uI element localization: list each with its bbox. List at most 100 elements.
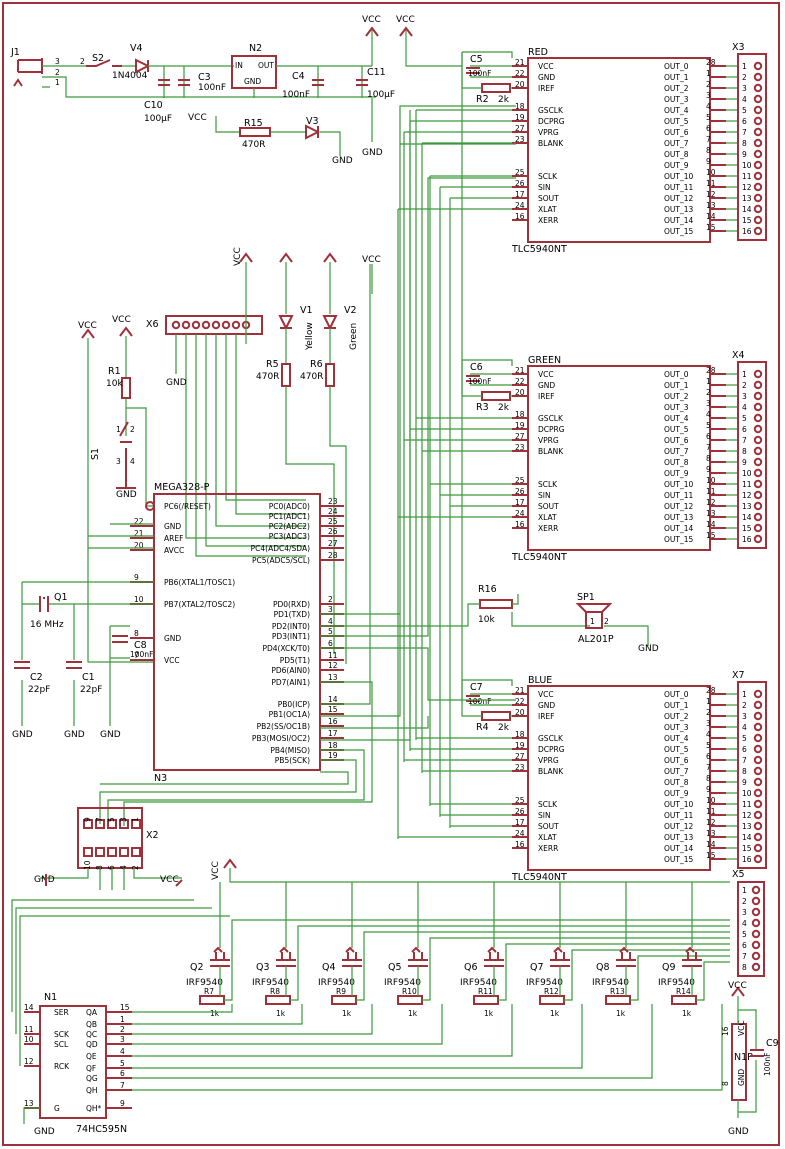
mcu-right-pin-label: PB4(MISO) [270, 746, 310, 755]
connector-pin-num: 15 [742, 844, 752, 853]
mcu-name: N3 [154, 773, 167, 784]
sr-right-pin-label: QE [86, 1052, 97, 1061]
connector-pin-num: 14 [742, 205, 752, 214]
tlc-pin-label: IREF [538, 84, 554, 93]
sr-left-pin-label: SCK [54, 1030, 70, 1039]
connector-pin [753, 83, 763, 93]
sr-right-pin-num: 9 [120, 1099, 125, 1108]
mcu-right-pin-num: 14 [328, 695, 338, 704]
mosfet-res-label-3: R10 [402, 987, 417, 996]
n1p-pin-8: 8 [721, 1081, 730, 1086]
tlc-output-pin: 10 [706, 476, 716, 485]
sr-right-pin-label: QH* [86, 1104, 102, 1113]
connector-pin [753, 490, 763, 500]
tlc-pin-num: 27 [515, 124, 525, 133]
s1-pin-3: 3 [116, 457, 121, 466]
n1p-vcc: VCC [737, 1020, 746, 1036]
connector-X7 [737, 681, 767, 869]
tlc-pin-label: XERR [538, 844, 558, 853]
x2-pin-top: 7 [95, 817, 104, 822]
sp1-body [585, 611, 603, 629]
mcu-right-pin-num: 3 [328, 605, 333, 614]
mcu-right-pin-label: PC5(ADC5/SCL) [252, 556, 310, 565]
tlc-output-pin: 12 [706, 190, 716, 199]
mosfet-label-7: Q9 [662, 962, 676, 973]
tlc-output-label: OUT_5 [664, 745, 689, 754]
n1p-gnd: GND [737, 1069, 746, 1086]
c2-label: C2 [30, 672, 43, 683]
v3-led [305, 124, 321, 140]
driver-res-2 [481, 711, 511, 721]
tlc-output-pin: 3 [706, 399, 711, 408]
vcc-arrow-mosfets [223, 858, 237, 869]
tlc-output-label: OUT_1 [664, 73, 689, 82]
tlc-pin-num: 27 [515, 432, 525, 441]
v1-value: Yellow [305, 322, 315, 351]
j1-pin-1: 1 [55, 78, 60, 87]
tlc-output-pin: 15 [706, 223, 716, 232]
r6-body [325, 363, 335, 387]
tlc-output-label: OUT_12 [664, 822, 693, 831]
mcu-right-pin-num: 11 [328, 651, 338, 660]
c11-value: 100µF [367, 90, 395, 100]
tlc-pin-label: GSCLK [538, 106, 564, 115]
mcu-right-pin-label: PC0(ADC0) [269, 502, 310, 511]
sr-right-pin-label: QC [86, 1030, 97, 1039]
tlc-output-label: OUT_15 [664, 535, 693, 544]
x6-pin [181, 320, 191, 330]
mcu-right-pin-num: 2 [328, 595, 333, 604]
connector-pin-num: 5 [742, 106, 747, 115]
tlc-pin-num: 18 [515, 102, 525, 111]
tlc-output-label: OUT_11 [664, 183, 693, 192]
mcu-right-pin-num: 26 [328, 527, 338, 536]
c10-value: 100µF [144, 114, 172, 124]
n1-value: 74HC595N [76, 1124, 127, 1135]
s2-switch [86, 59, 122, 67]
mosfet-label-5: Q7 [530, 962, 544, 973]
tlc-pin-num: 18 [515, 410, 525, 419]
tlc-output-pin: 13 [706, 829, 716, 838]
mosfet-symbol-3 [408, 946, 428, 967]
mcu-right-pin-label: PC4(ADC4/SDA) [251, 544, 310, 553]
tlc-pin-num: 19 [515, 113, 525, 122]
driver-cap-value-0: 100nF [468, 69, 491, 78]
tlc-pin-label: VCC [538, 690, 554, 699]
mcu-right-pin-label: PB5(SCK) [275, 756, 310, 765]
driver-cap-label-2: C7 [470, 682, 483, 693]
mosfet-value-6: IRF9540 [592, 978, 629, 988]
tlc-pin-num: 18 [515, 730, 525, 739]
tlc-output-label: OUT_14 [664, 524, 693, 533]
tlc-output-pin: 28 [706, 366, 716, 375]
connector-pin [753, 380, 763, 390]
shift-register-section: N1 74HC595N 14SER11SCK10SCL12RCK13G15QA1… [11, 899, 779, 1137]
mcu-left-pin-label: PB7(XTAL2/TOSC2) [164, 600, 235, 609]
mcu-right-pin-num: 4 [328, 617, 333, 626]
gnd-label-sp1: GND [638, 644, 659, 654]
connector-pin-num: 14 [742, 833, 752, 842]
tlc-output-label: OUT_13 [664, 205, 693, 214]
tlc-pin-label: XLAT [538, 833, 557, 842]
x2-pin [131, 847, 141, 857]
tlc-output-label: OUT_6 [664, 128, 689, 137]
mcu-left-pin-num: 10 [134, 595, 144, 604]
sr-left-pin-num: 12 [24, 1057, 34, 1066]
connector-pin [753, 810, 763, 820]
tlc-output-pin: 4 [706, 102, 711, 111]
connector-pin [753, 755, 763, 765]
tlc-output-pin: 5 [706, 113, 711, 122]
c9-body [750, 1049, 764, 1057]
c1-label: C1 [82, 672, 95, 683]
mosfet-res-label-7: R14 [676, 987, 691, 996]
s1-pin-1: 1 [116, 425, 121, 434]
tlc-output-pin: 1 [706, 697, 711, 706]
sr-right-pin-num: 7 [120, 1081, 125, 1090]
s1-pin-2: 2 [130, 425, 135, 434]
v4-label: V4 [130, 43, 143, 54]
j1-pin-2: 2 [55, 68, 60, 77]
driver-cap-value-1: 100nF [468, 377, 491, 386]
connector-pin-num: 13 [742, 822, 752, 831]
tlc-pin-num: 26 [515, 807, 525, 816]
connector-pin [753, 711, 763, 721]
